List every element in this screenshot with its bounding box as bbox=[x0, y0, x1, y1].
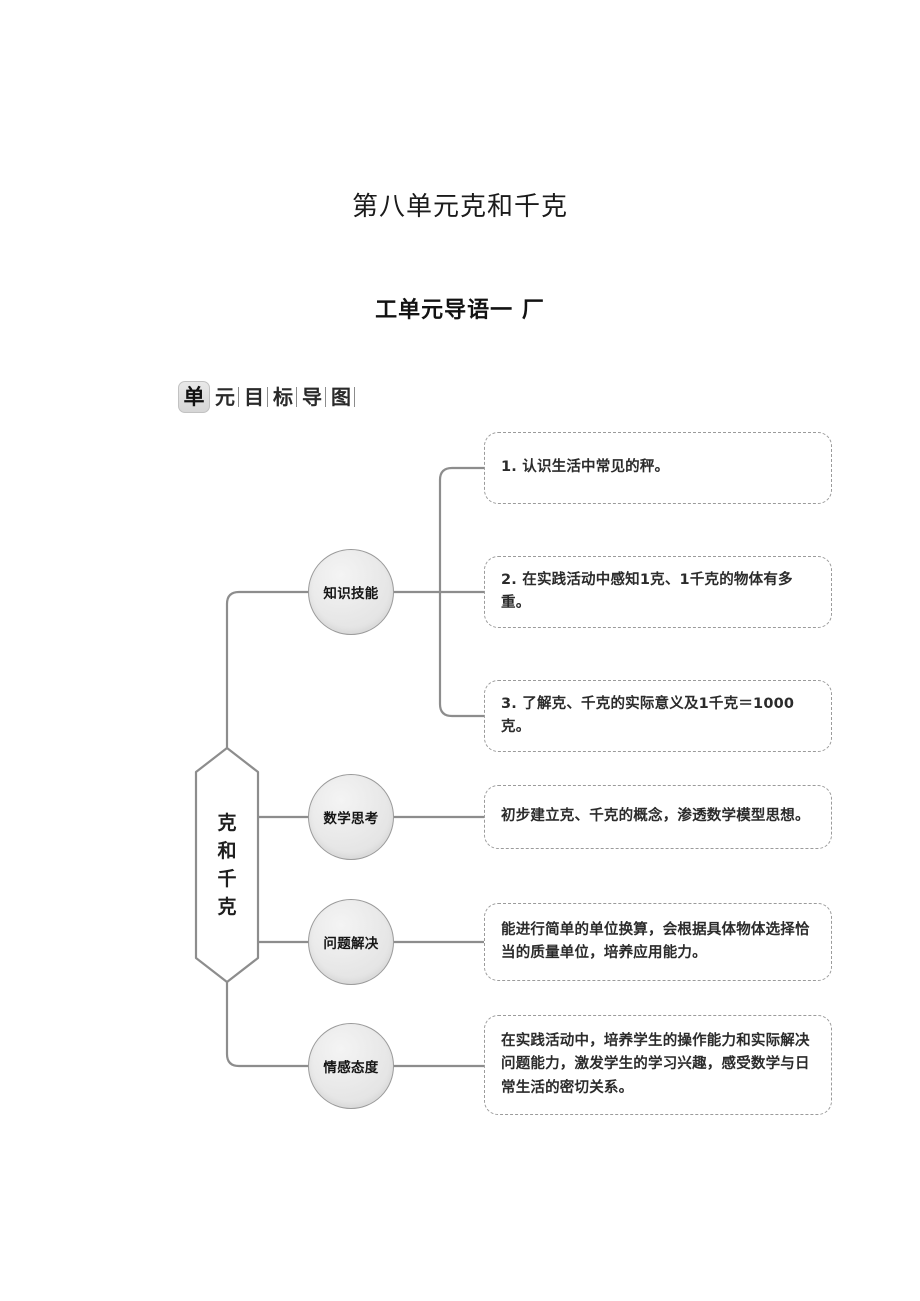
node-label: 知识技能 bbox=[323, 586, 379, 602]
mindmap-leaf-box[interactable]: 能进行简单的单位换算，会根据具体物体选择恰当的质量单位，培养应用能力。 bbox=[484, 903, 832, 981]
section-header-badge: 单 bbox=[178, 381, 210, 413]
mindmap-node-problem-solving[interactable]: 问题解决 bbox=[308, 899, 394, 985]
leaf-text: 1. 认识生活中常见的秤。 bbox=[501, 459, 670, 476]
mindmap-leaf-box[interactable]: 2. 在实践活动中感知1克、1千克的物体有多重。 bbox=[484, 556, 832, 628]
mindmap-leaf-box[interactable]: 在实践活动中，培养学生的操作能力和实际解决问题能力，激发学生的学习兴趣，感受数学… bbox=[484, 1015, 832, 1115]
mindmap-leaf-box[interactable]: 初步建立克、千克的概念，渗透数学模型思想。 bbox=[484, 785, 832, 849]
root-char-2: 和 bbox=[217, 839, 237, 862]
mindmap-leaf-box[interactable]: 1. 认识生活中常见的秤。 bbox=[484, 432, 832, 504]
root-char-1: 克 bbox=[217, 811, 237, 834]
section-header-separator-2 bbox=[267, 387, 268, 407]
page-title: 第八单元克和千克 bbox=[351, 192, 568, 222]
section-header-separator-4 bbox=[325, 387, 326, 407]
mindmap-node-knowledge-skills[interactable]: 知识技能 bbox=[308, 549, 394, 635]
section-header-char-3: 标 bbox=[273, 385, 293, 409]
node-label: 情感态度 bbox=[323, 1060, 379, 1076]
mindmap-leaf-box[interactable]: 3. 了解克、千克的实际意义及1千克＝1000克。 bbox=[484, 680, 832, 752]
section-header-separator-1 bbox=[238, 387, 239, 407]
root-char-3: 千 bbox=[217, 867, 237, 890]
node-label: 问题解决 bbox=[323, 936, 379, 952]
root-char-4: 克 bbox=[217, 895, 237, 918]
node-label: 数学思考 bbox=[323, 811, 379, 827]
section-header-unit-goal-map: 单 元 目 标 导 图 bbox=[178, 381, 355, 413]
mindmap-root-node[interactable]: 克 和 千 克 bbox=[196, 748, 258, 982]
leaf-text: 2. 在实践活动中感知1克、1千克的物体有多重。 bbox=[501, 571, 793, 611]
section-header-char-2: 目 bbox=[244, 385, 264, 409]
leaf-text: 在实践活动中，培养学生的操作能力和实际解决问题能力，激发学生的学习兴趣，感受数学… bbox=[501, 1032, 810, 1096]
leaf-text: 能进行简单的单位换算，会根据具体物体选择恰当的质量单位，培养应用能力。 bbox=[501, 921, 810, 961]
section-header-char-4: 导 bbox=[302, 385, 322, 409]
mindmap-node-emotion-attitude[interactable]: 情感态度 bbox=[308, 1023, 394, 1109]
mindmap-node-math-thinking[interactable]: 数学思考 bbox=[308, 774, 394, 860]
leaf-text: 3. 了解克、千克的实际意义及1千克＝1000克。 bbox=[501, 695, 795, 735]
section-header-char-5: 图 bbox=[331, 385, 351, 409]
leaf-text: 初步建立克、千克的概念，渗透数学模型思想。 bbox=[501, 808, 810, 825]
section-header-separator-5 bbox=[354, 387, 355, 407]
page-subtitle: 工单元导语一 厂 bbox=[375, 298, 545, 323]
section-header-separator-3 bbox=[296, 387, 297, 407]
section-header-char-1: 元 bbox=[215, 385, 235, 409]
mindmap-root-label: 克 和 千 克 bbox=[196, 748, 258, 982]
